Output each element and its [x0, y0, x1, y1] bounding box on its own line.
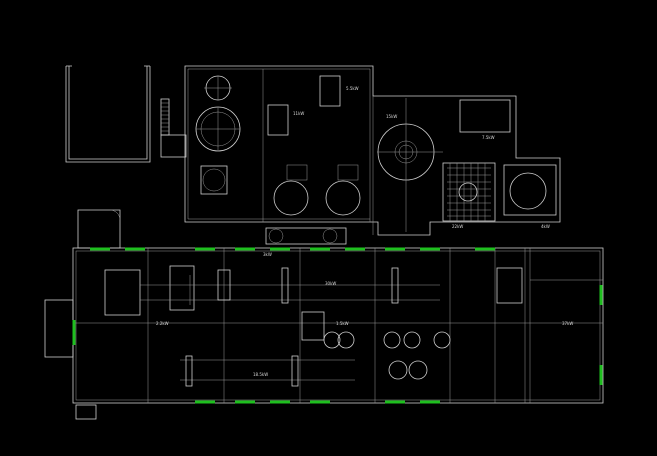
- label: 11kW: [293, 111, 304, 116]
- label: 7.5kW: [482, 135, 495, 140]
- furnace: [442, 162, 496, 222]
- label: 5.5kW: [346, 86, 359, 91]
- label: 3kW: [263, 252, 272, 257]
- label: 4kW: [541, 224, 550, 229]
- label: 2.2kW: [156, 321, 169, 326]
- label: 15kW: [386, 114, 397, 119]
- small-room: [77, 209, 121, 249]
- label: 18.5kW: [253, 372, 268, 377]
- main-building: [44, 247, 604, 420]
- equipment-labels: 11kW 5.5kW 15kW 7.5kW 22kW 4kW 3kW 30kW …: [156, 86, 573, 377]
- label: 37kW: [562, 321, 573, 326]
- upper-building: [184, 65, 561, 245]
- label: 22kW: [452, 224, 463, 229]
- windows: [72, 247, 603, 404]
- label: 1.5kW: [336, 321, 349, 326]
- storage-enclosure: [65, 65, 151, 163]
- label: 30kW: [325, 281, 336, 286]
- staircase: [160, 98, 187, 158]
